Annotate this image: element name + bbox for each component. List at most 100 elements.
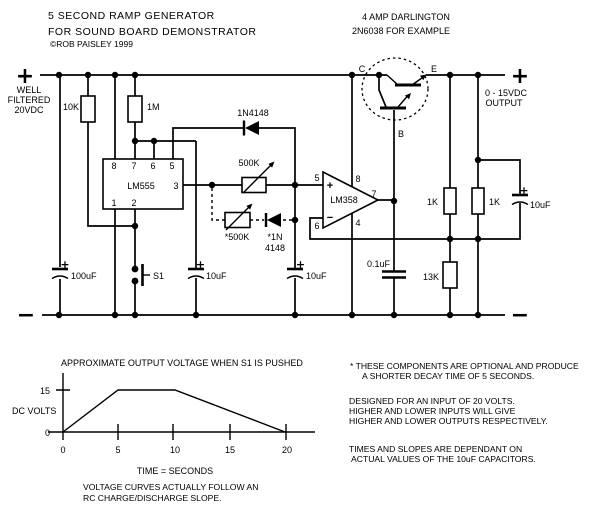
emitter-terminal-label: E [431,64,437,74]
switch-s1-label: S1 [153,271,164,281]
output-voltage-graph: APPROXIMATE OUTPUT VOLTAGE WHEN S1 IS PU… [12,358,315,503]
output-label-line2: OUTPUT [486,98,524,108]
resistor-10k: 10K [63,75,135,227]
diode-optional-label-line2: 4148 [265,243,285,253]
input-label-line3: 20VDC [14,105,44,115]
resistor-body [442,261,458,289]
capacitor-10uf-output-label: 10uF [530,200,551,210]
resistor-1k-b-label: 1K [489,197,500,207]
resistor-10k-label: 10K [63,102,79,112]
graph-ticks [56,389,287,440]
notes-block: * THESE COMPONENTS ARE OPTIONAL AND PROD… [349,361,579,464]
wire-optional-dotted [211,188,295,221]
diode-triangle [267,213,281,227]
pot-arrow-shaft [225,206,250,231]
resistor-body [471,187,485,215]
lm555-pin2-label: 2 [131,198,136,208]
note-design-line3: HIGHER AND LOWER OUTPUTS RESPECTIVELY. [349,416,548,426]
schematic-title-line2: FOR SOUND BOARD DEMONSTRATOR [48,26,256,38]
opamp-triangle [322,170,380,230]
polarity-plus-mark: + [296,258,305,271]
wire-555-pin5-diode [172,127,296,185]
input-plus-terminal: + [16,64,34,89]
pot-arrow-shaft [242,164,272,194]
capacitor-10uf-output: + 10uF [511,184,551,210]
lm358-pin7-label: 7 [371,189,376,199]
q2-collector [386,74,399,86]
pot-500k-optional-label: *500K [225,232,250,242]
lm358-pin5-label: 5 [314,173,319,183]
capacitor-100uf: + 100uF [51,75,97,315]
resistor-1k-b: 1K [471,75,500,315]
output-minus-terminal: − [511,303,529,328]
capacitor-01uf-label: 0.1uF [367,259,391,269]
darlington-note-line2: 2N6038 FOR EXAMPLE [352,26,450,36]
graph-xtick-5: 5 [115,445,120,455]
output-plus-terminal: + [511,64,529,89]
resistor-1m-label: 1M [147,102,160,112]
lm555-pin7-label: 7 [131,161,136,171]
lm358-inverting-mark: − [327,212,333,224]
pot-arrow-head [268,161,275,168]
q2-emitter-arrow [420,74,427,81]
resistor-1k-a-label: 1K [427,197,438,207]
resistor-13k-label: 13K [423,272,439,282]
lm555-pin1-label: 1 [111,198,116,208]
lm555-name-label: LM555 [127,181,155,191]
pot-500k-label: 500K [238,158,259,168]
graph-curve [62,389,286,433]
graph-xlabel: TIME = SECONDS [137,466,213,476]
lm555-pin8-label: 8 [111,161,116,171]
cap-plate-curved [187,275,205,280]
diode-1n4148: 1N4148 [237,108,269,136]
graph-xtick-15: 15 [225,445,235,455]
collector-terminal-label: C [359,64,366,74]
note-optional-line2: A SHORTER DECAY TIME OF 5 SECONDS. [362,371,534,381]
wire-feedback [309,159,521,240]
note-times-line2: ACTUAL VALUES OF THE 10uF CAPACITORS. [351,454,536,464]
resistor-body [443,187,457,215]
graph-xtick-10: 10 [170,445,180,455]
output-label-line1: 0 - 15VDC [485,88,528,98]
note-design-line2: HIGHER AND LOWER INPUTS WILL GIVE [349,406,516,416]
lm555-pin6-label: 6 [150,161,155,171]
ic-lm555-body [102,158,184,210]
graph-ymin-label: 0 [45,428,50,438]
graph-ymax-label: 15 [40,386,50,396]
graph-xtick-0: 0 [60,445,65,455]
polarity-plus-mark: + [196,258,205,271]
diode-1n4148-label: 1N4148 [237,108,269,118]
capacitor-10uf-ramp: + 10uF [286,185,327,315]
cap-plate-curved [286,275,304,280]
graph-caption-line1: VOLTAGE CURVES ACTUALLY FOLLOW AN [83,482,258,492]
cap-plates [382,270,406,279]
wire-555-pins67-cap [135,140,197,315]
switch-s1: S1 [134,209,164,315]
darlington-transistor: C E B 4 AMP DARLINGTON 2N6038 FOR EXAMPL… [352,12,450,139]
polarity-plus-mark: + [519,184,528,197]
ic-lm358: 5 + LM358 − 6 8 7 4 [309,75,521,315]
resistor-1k-a: 1K [427,75,457,315]
resistor-body [127,95,143,123]
diode-triangle [245,121,259,135]
potentiometer-500k: 500K [238,158,275,194]
junction-dots [55,71,482,319]
capacitor-10uf-ramp-label: 10uF [306,271,327,281]
darlington-note-line1: 4 AMP DARLINGTON [362,12,450,22]
input-label-line2: FILTERED [8,95,51,105]
note-design-line1: DESIGNED FOR AN INPUT OF 20 VOLTS. [349,396,515,406]
graph-title: APPROXIMATE OUTPUT VOLTAGE WHEN S1 IS PU… [61,358,303,368]
cap-plate-curved [511,201,529,206]
cap-plate-curved [51,275,69,280]
input-minus-terminal: − [17,303,35,328]
pot-body [224,211,251,229]
q1-emitter-arrow [404,93,411,100]
graph-ylabel: DC VOLTS [12,406,56,416]
q1-emitter [397,95,409,108]
capacitor-100uf-label: 100uF [71,271,97,281]
wire-q1-collector [378,75,387,108]
lm358-pin4-label: 4 [355,218,360,228]
optional-decay-branch: *500K *1N 4148 [211,188,295,253]
